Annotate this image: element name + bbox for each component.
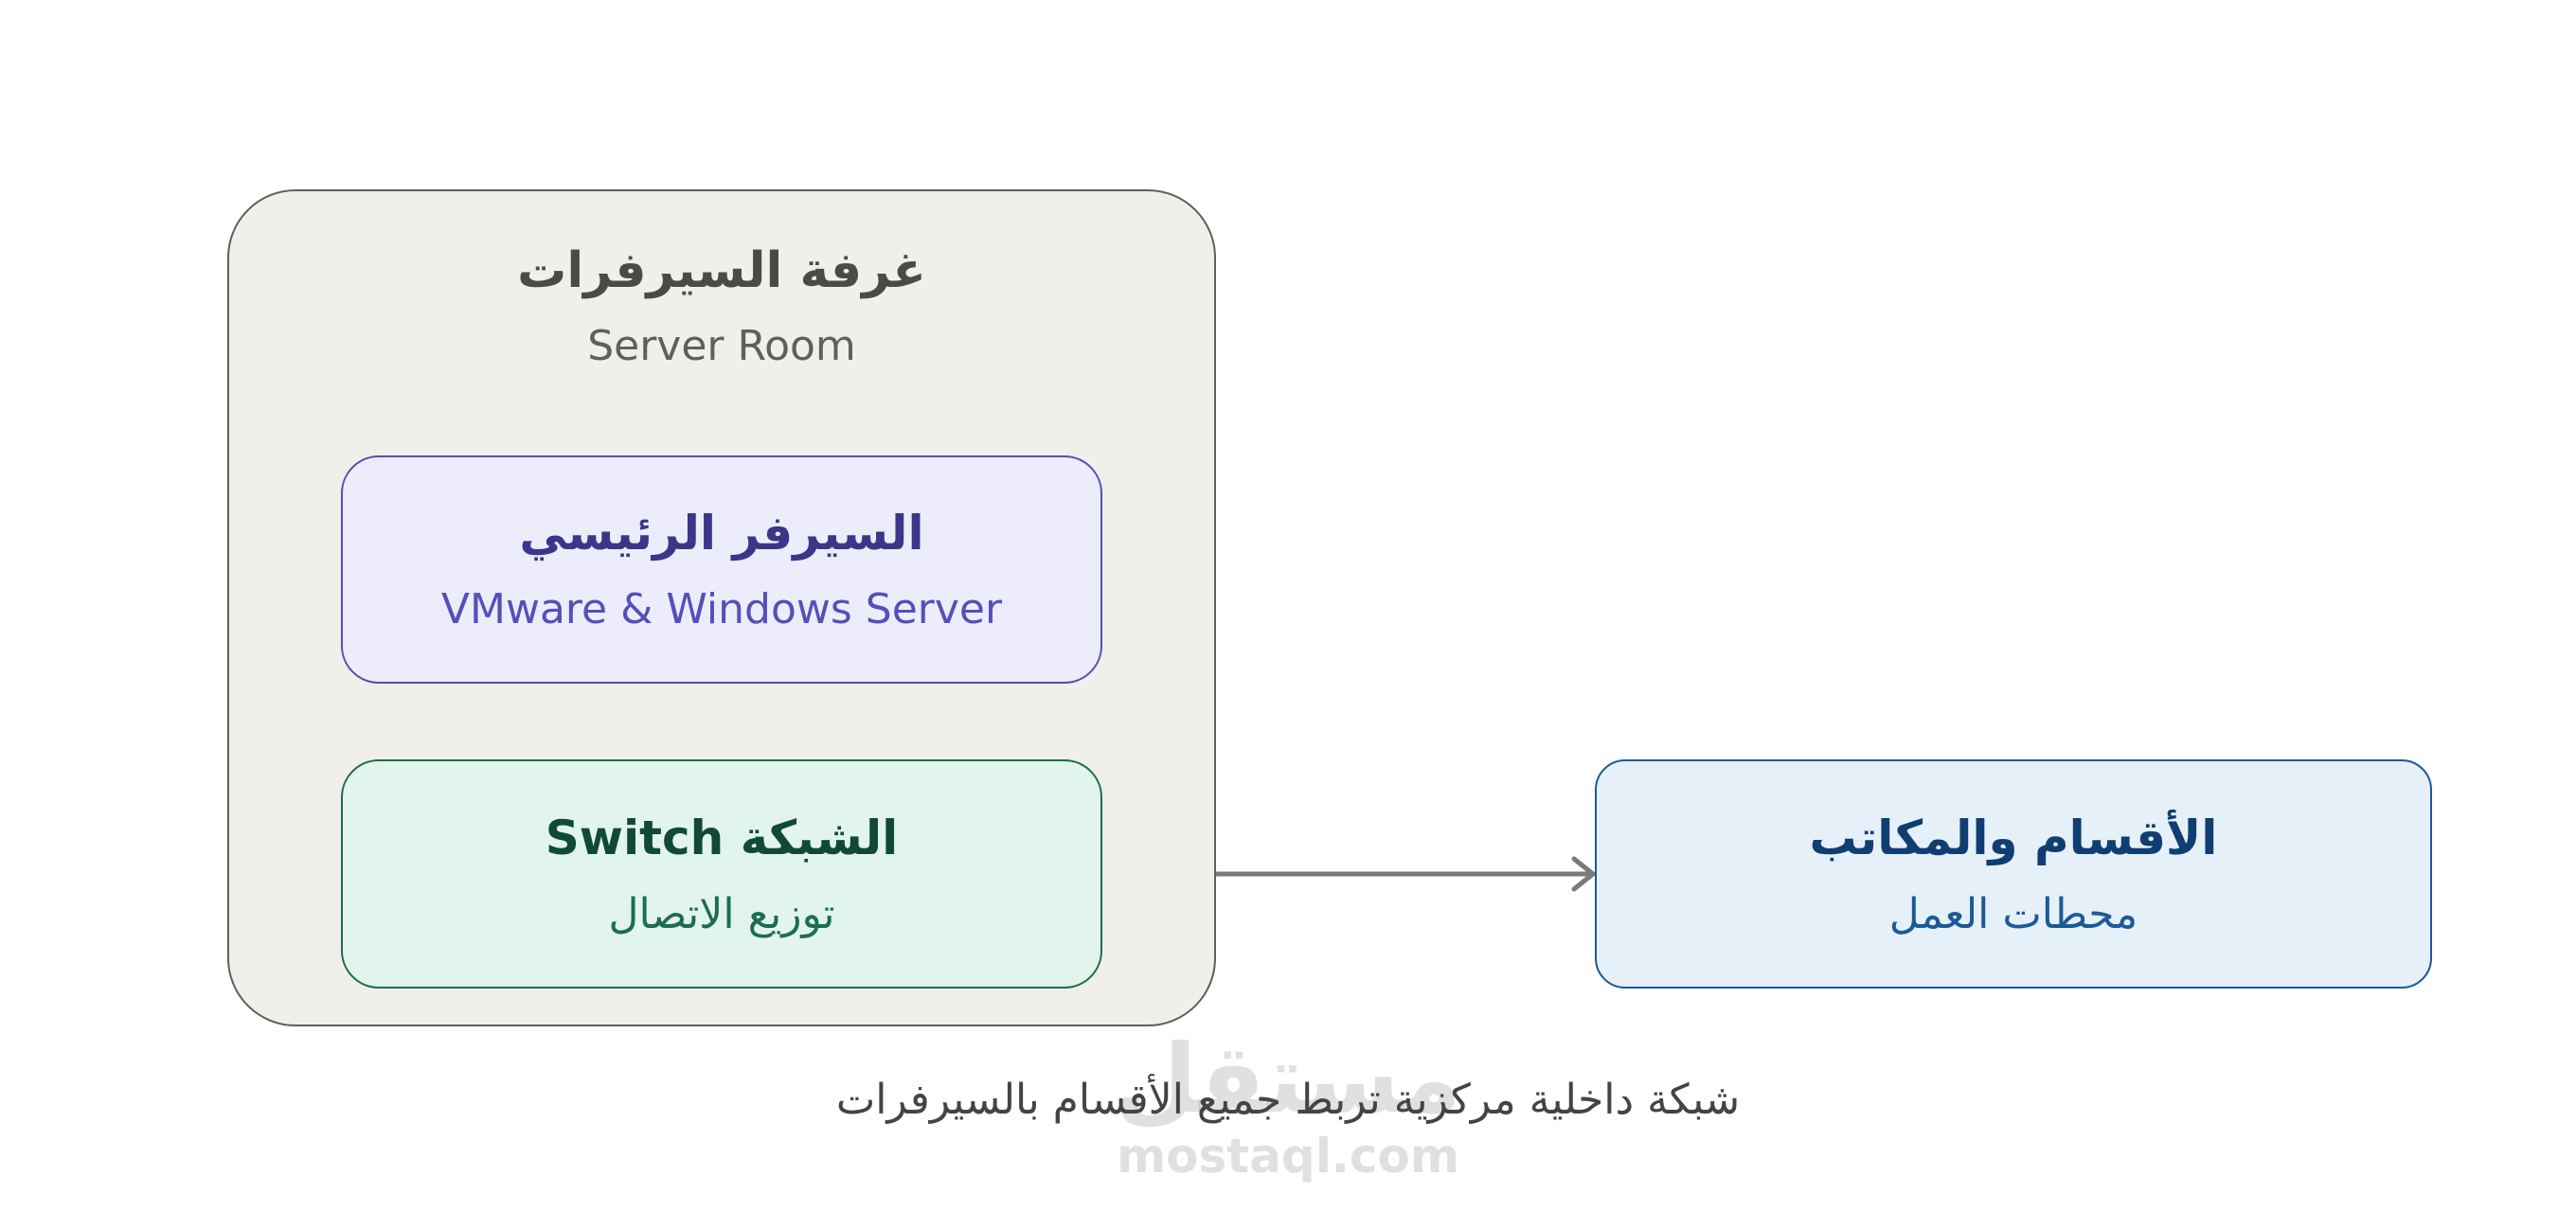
network-switch-title: الشبكة Switch (545, 810, 899, 865)
departments-node: الأقسام والمكاتب محطات العمل (1595, 759, 2432, 989)
main-server-node: السيرفر الرئيسي VMware & Windows Server (341, 455, 1102, 684)
main-server-subtitle: VMware & Windows Server (440, 585, 1003, 633)
watermark-arabic: مستقل (1115, 1024, 1461, 1134)
network-switch-subtitle: توزيع الاتصال (608, 889, 835, 938)
diagram-caption: شبكة داخلية مركزية تربط جميع الأقسام بال… (835, 1076, 1741, 1124)
server-room-title: غرفة السيرفرات (517, 242, 926, 299)
departments-subtitle: محطات العمل (1888, 889, 2138, 938)
watermark-latin: mostaql.com (1117, 1129, 1459, 1184)
arrowhead-switch-to-departments (1571, 856, 1596, 892)
watermark: مستقل mostaql.com (1099, 1024, 1477, 1184)
departments-title: الأقسام والمكاتب (1809, 810, 2218, 865)
server-room-subtitle: Server Room (587, 322, 856, 370)
network-switch-node: الشبكة Switch توزيع الاتصال (341, 759, 1102, 989)
main-server-title: السيرفر الرئيسي (519, 506, 924, 561)
